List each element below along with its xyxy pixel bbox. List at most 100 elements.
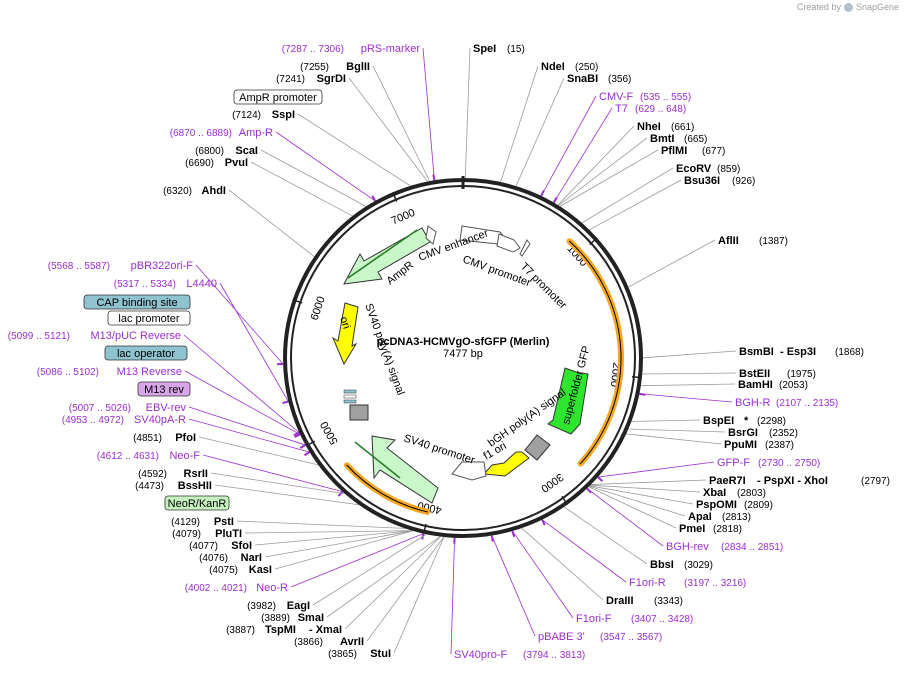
site-label-ebv-rev[interactable]: EBV-rev(5007 .. 5026) xyxy=(69,402,187,414)
site-label-bsteii[interactable]: BstEII(1975) xyxy=(739,368,816,380)
site-name: AhdI xyxy=(202,185,226,197)
site-label-draiii[interactable]: DraIII(3343) xyxy=(606,595,683,607)
site-label-f1ori-f[interactable]: F1ori-F(3407 .. 3428) xyxy=(576,613,693,625)
site-label-pvui[interactable]: PvuI(6690) xyxy=(185,157,248,169)
site-label-pspomi[interactable]: PspOMI(2809) xyxy=(696,499,773,511)
site-label-pfoi[interactable]: PfoI(4851) xyxy=(133,432,196,444)
site-label-pluti[interactable]: PluTI(4079) xyxy=(172,528,242,540)
site-label-eagi[interactable]: EagI(3982) xyxy=(247,600,310,612)
site-position: (4592) xyxy=(138,469,167,480)
leader-line-bgh-rev xyxy=(586,488,664,547)
tick-mark-2000 xyxy=(631,375,642,379)
site-position: (677) xyxy=(702,146,725,157)
site-label-ndei[interactable]: NdeI(250) xyxy=(541,61,598,73)
site-label-neo-r[interactable]: Neo-R(4002 .. 4021) xyxy=(185,582,288,594)
site-label-bspei[interactable]: BspEI*(2298) xyxy=(703,415,786,427)
site-label-bmti[interactable]: BmtI(665) xyxy=(650,133,707,145)
site-position: (4953 .. 4972) xyxy=(62,415,124,426)
site-label-bgh-r[interactable]: BGH-R(2107 .. 2135) xyxy=(735,397,838,409)
site-label-sv40pro-f[interactable]: SV40pro-F(3794 .. 3813) xyxy=(454,649,585,661)
site-label-f1ori-r[interactable]: F1ori-R(3197 .. 3216) xyxy=(629,577,746,589)
site-position: (4077) xyxy=(189,541,218,552)
plasmid-size: 7477 bp xyxy=(443,348,483,360)
site-label-pmei[interactable]: PmeI(2818) xyxy=(679,523,742,535)
site-label-bamhi[interactable]: BamHI(2053) xyxy=(738,379,808,391)
site-label-cap-binding-site[interactable]: CAP binding site xyxy=(83,294,191,310)
site-label-apai[interactable]: ApaI(2813) xyxy=(688,511,751,523)
site-label-m13-puc-reverse[interactable]: M13/pUC Reverse(5099 .. 5121) xyxy=(8,330,181,342)
site-label-bbsi[interactable]: BbsI(3029) xyxy=(650,559,713,571)
site-label-gfp-f[interactable]: GFP-F(2730 .. 2750) xyxy=(717,457,820,469)
site-label-scai[interactable]: ScaI(6800) xyxy=(195,145,258,157)
tick-mark-3000 xyxy=(561,495,569,505)
site-label-spei[interactable]: SpeI(15) xyxy=(473,43,525,55)
leader-line-apai xyxy=(589,485,686,517)
site-position: (2298) xyxy=(757,416,786,427)
site-label-m13-reverse[interactable]: M13 Reverse(5086 .. 5102) xyxy=(37,366,182,378)
site-label-neor-kanr[interactable]: NeoR/KanR xyxy=(164,495,230,511)
backbone xyxy=(283,176,643,538)
site-label-bsmbi[interactable]: BsmBI- Esp3I(1868) xyxy=(739,346,864,358)
site-label-bglii[interactable]: BglII(7255) xyxy=(300,61,370,73)
site-label-neo-f[interactable]: Neo-F(4612 .. 4631) xyxy=(97,450,201,462)
site-label-amp-r[interactable]: Amp-R(6870 .. 6889) xyxy=(170,127,273,139)
site-label-bsshii[interactable]: BssHII(4473) xyxy=(135,480,212,492)
site-label-ppumi[interactable]: PpuMI(2387) xyxy=(724,439,794,451)
site-label-snabi[interactable]: SnaBI(356) xyxy=(567,73,631,85)
site-label-lac-operator[interactable]: lac operator xyxy=(104,345,188,361)
site-name: PluTI xyxy=(215,528,242,540)
amp-r-primer-line xyxy=(347,229,418,279)
site-label-smai[interactable]: SmaI(3889) xyxy=(261,612,324,624)
site-label-ahdi[interactable]: AhdI(6320) xyxy=(163,185,226,197)
site-label-ampr-promoter[interactable]: AmpR promoter xyxy=(233,89,323,105)
site-name: PspOMI xyxy=(696,499,737,511)
site-label-ecorv[interactable]: EcoRV(859) xyxy=(676,163,740,175)
site-extra: - Esp3I xyxy=(780,346,816,358)
site-label-psti[interactable]: PstI(4129) xyxy=(171,516,234,528)
neo-arc-core xyxy=(346,464,428,513)
site-label-stui[interactable]: StuI(3865) xyxy=(328,648,391,660)
site-label-pbr322ori-f[interactable]: pBR322ori-F(5568 .. 5587) xyxy=(48,260,194,272)
site-label-bsu36i[interactable]: Bsu36I(926) xyxy=(684,175,755,187)
site-label-sgrdi[interactable]: SgrDI(7241) xyxy=(276,73,346,85)
site-label-rsrii[interactable]: RsrII(4592) xyxy=(138,468,208,480)
leader-line-cmv-f xyxy=(540,95,597,197)
site-position: (7241) xyxy=(276,74,305,85)
site-label-sspi[interactable]: SspI(7124) xyxy=(232,109,295,121)
site-label-paer7i[interactable]: PaeR7I- PspXI - XhoI(2797) xyxy=(709,475,890,487)
site-label-pbabe-3[interactable]: pBABE 3'(3547 .. 3567) xyxy=(538,631,662,643)
site-label-bsrgi[interactable]: BsrGI(2352) xyxy=(728,427,798,439)
leader-line-bsteii xyxy=(642,372,737,375)
site-label-avrii[interactable]: AvrII(3866) xyxy=(294,636,364,648)
site-label-m13-rev[interactable]: M13 rev xyxy=(137,381,191,397)
site-label-aflii[interactable]: AflII(1387) xyxy=(718,235,788,247)
primer-mark-pbabe-3 xyxy=(490,535,494,542)
site-label-sv40pa-r[interactable]: SV40pA-R(4953 .. 4972) xyxy=(62,414,186,426)
site-label-pflmi[interactable]: PflMI(677) xyxy=(661,145,725,157)
site-label-nhei[interactable]: NheI(661) xyxy=(637,121,694,133)
site-position: (6870 .. 6889) xyxy=(170,128,232,139)
site-label-cmv-f[interactable]: CMV-F(535 .. 555) xyxy=(599,91,691,103)
site-position: (2797) xyxy=(861,476,890,487)
leader-line-snabi xyxy=(515,77,565,187)
site-label-xbai[interactable]: XbaI(2803) xyxy=(703,487,766,499)
site-label-kasi[interactable]: KasI(4075) xyxy=(209,564,272,576)
sv40-promoter-arrow xyxy=(451,461,487,481)
tick-mark-7000 xyxy=(392,191,398,202)
site-label-t7[interactable]: T7(629 .. 648) xyxy=(615,103,686,115)
site-name: SfoI xyxy=(231,540,252,552)
site-label-sfoi[interactable]: SfoI (4077) xyxy=(189,540,252,552)
leader-line-t7 xyxy=(553,107,613,203)
cap-binding-site-mark xyxy=(343,389,357,394)
site-label-nari[interactable]: NarI(4076) xyxy=(199,552,262,564)
site-label-prs-marker[interactable]: pRS-marker(7287 .. 7306) xyxy=(282,43,421,55)
primer-mark-m13-reverse xyxy=(294,433,301,438)
site-label-bgh-rev[interactable]: BGH-rev(2834 .. 2851) xyxy=(666,541,783,553)
t7-promoter-arrow xyxy=(519,239,531,257)
site-name: EcoRV xyxy=(676,163,712,175)
site-position: (2730 .. 2750) xyxy=(758,458,820,469)
site-label-lac-promoter[interactable]: lac promoter xyxy=(107,310,191,326)
site-label-l4440[interactable]: L4440(5317 .. 5334) xyxy=(114,278,217,290)
